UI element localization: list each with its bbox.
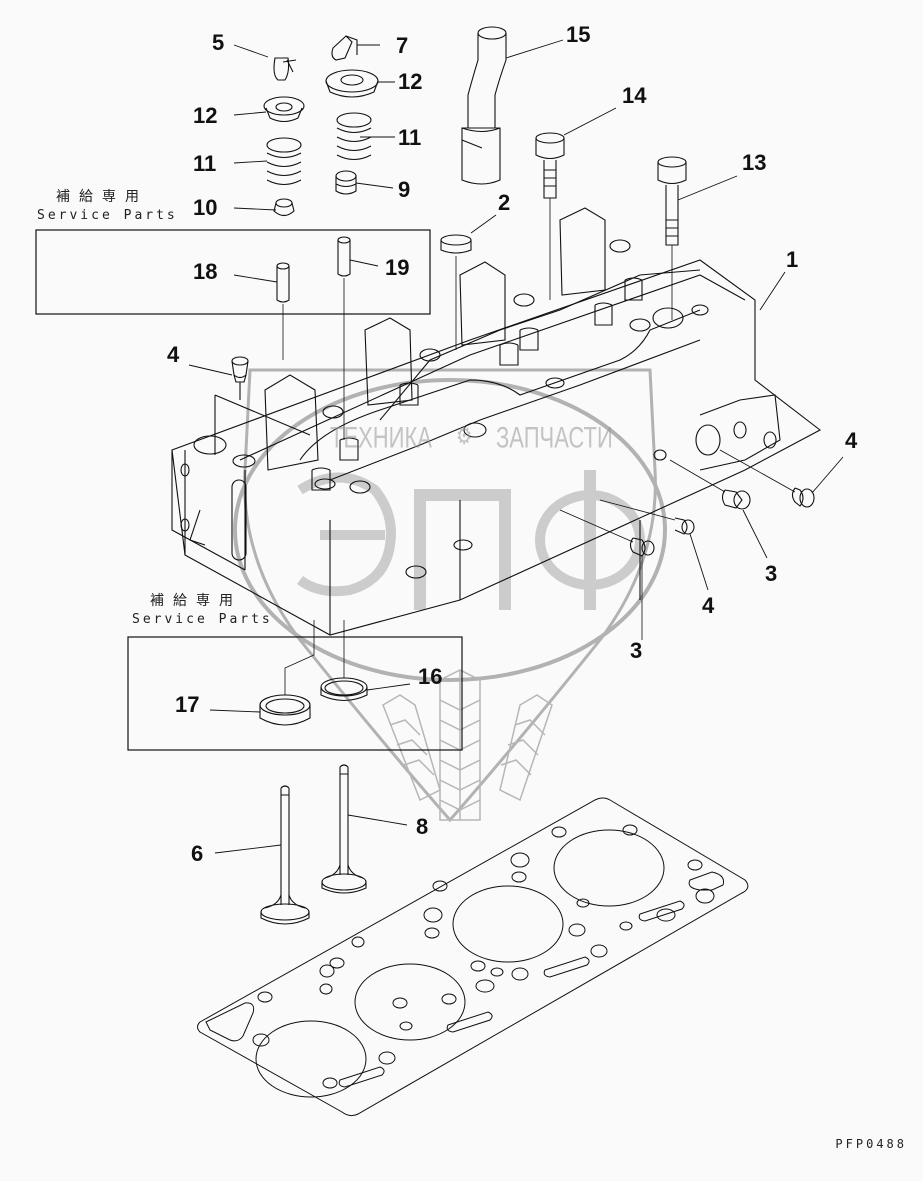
service-parts-label-jp-upper: 補給専用 bbox=[56, 189, 148, 205]
part-16-seat-insert bbox=[320, 620, 368, 702]
callout-1[interactable]: 1 bbox=[786, 247, 799, 272]
callout-5[interactable]: 5 bbox=[212, 30, 225, 55]
part-2-cap bbox=[440, 234, 472, 350]
callout-19[interactable]: 19 bbox=[385, 255, 410, 280]
part-3-plug-center bbox=[559, 509, 655, 640]
callout-12-left[interactable]: 12 bbox=[193, 103, 218, 128]
part-4-plug-center bbox=[599, 499, 695, 535]
service-parts-box-lower bbox=[127, 636, 463, 751]
watermark-text-left: ТЕХНИКА bbox=[330, 420, 432, 455]
part-12-retainer-left bbox=[263, 96, 305, 123]
head-gasket bbox=[197, 797, 749, 1117]
part-4-plug-topleft bbox=[214, 356, 311, 455]
callout-6[interactable]: 6 bbox=[191, 841, 204, 866]
callout-11-right[interactable]: 11 bbox=[398, 125, 422, 150]
watermark-logo bbox=[233, 368, 667, 823]
callout-10[interactable]: 10 bbox=[193, 195, 218, 220]
callout-3-center[interactable]: 3 bbox=[630, 638, 643, 663]
service-parts-label-en-upper: Service Parts bbox=[37, 208, 178, 223]
callout-8[interactable]: 8 bbox=[416, 814, 429, 839]
part-12-retainer-right bbox=[325, 69, 379, 98]
service-parts-label-jp-lower: 補給専用 bbox=[150, 593, 242, 609]
part-10-seal bbox=[273, 198, 295, 217]
callout-14[interactable]: 14 bbox=[622, 83, 647, 108]
part-11-spring-left bbox=[266, 137, 302, 186]
part-14-bolt bbox=[535, 132, 565, 300]
part-5-cotter bbox=[273, 57, 297, 81]
callout-18[interactable]: 18 bbox=[193, 259, 218, 284]
part-13-bolt bbox=[657, 156, 687, 320]
part-19-guide bbox=[337, 236, 351, 440]
callout-3-right[interactable]: 3 bbox=[765, 561, 778, 586]
callout-4-topleft[interactable]: 4 bbox=[167, 342, 180, 367]
part-1-cylinder-head bbox=[171, 207, 822, 636]
part-11-spring-right bbox=[336, 112, 372, 161]
callout-9[interactable]: 9 bbox=[398, 177, 411, 202]
part-8-exhaust-valve bbox=[321, 764, 367, 894]
service-parts-label-en-lower: Service Parts bbox=[132, 612, 273, 627]
part-3-plug-right bbox=[669, 459, 751, 510]
callout-13[interactable]: 13 bbox=[742, 150, 767, 175]
watermark-text-right: ЗАПЧАСТИ bbox=[496, 420, 613, 455]
callout-7[interactable]: 7 bbox=[396, 33, 409, 58]
part-4-plug-right bbox=[719, 449, 815, 508]
leader-lines bbox=[188, 39, 844, 854]
service-parts-box-upper bbox=[35, 229, 431, 315]
callout-4-right[interactable]: 4 bbox=[845, 428, 858, 453]
callout-2[interactable]: 2 bbox=[498, 190, 511, 215]
callout-12-right[interactable]: 12 bbox=[398, 69, 423, 94]
gear-icon: ⚙ bbox=[456, 422, 473, 450]
part-7-cotter bbox=[331, 35, 358, 61]
callout-4-center[interactable]: 4 bbox=[702, 593, 715, 618]
part-18-guide bbox=[276, 262, 290, 360]
callout-17[interactable]: 17 bbox=[175, 692, 200, 717]
part-6-intake-valve bbox=[260, 785, 310, 925]
drawing-code: PFP0488 bbox=[835, 1137, 907, 1151]
part-15-hose bbox=[461, 26, 507, 185]
callout-11-left[interactable]: 11 bbox=[193, 151, 217, 176]
callout-16[interactable]: 16 bbox=[418, 664, 443, 689]
part-17-seat-insert bbox=[259, 620, 315, 726]
part-9-seal bbox=[335, 170, 357, 195]
callout-15[interactable]: 15 bbox=[566, 22, 591, 47]
